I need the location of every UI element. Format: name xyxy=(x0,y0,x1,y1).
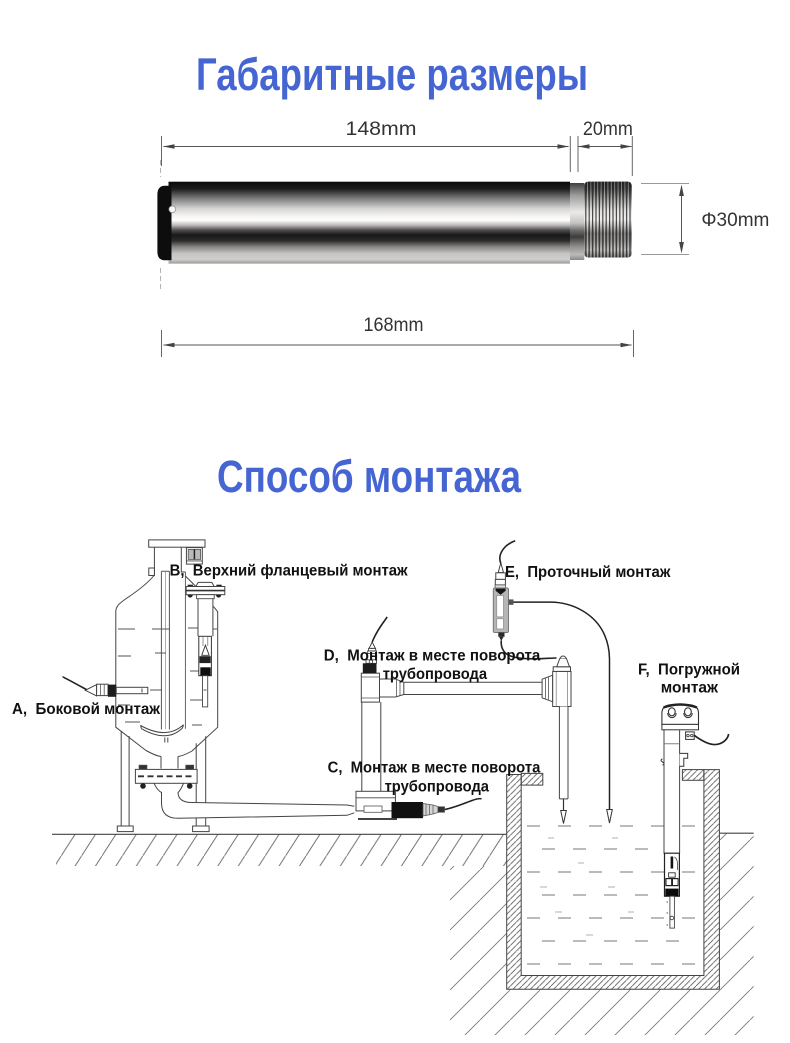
svg-text:20mm: 20mm xyxy=(583,119,633,140)
svg-text:трубопровода: трубопровода xyxy=(385,779,490,796)
svg-text:Φ30mm: Φ30mm xyxy=(701,210,769,231)
svg-text:D, Монтаж в месте поворота: D, Монтаж в месте поворота xyxy=(324,648,541,665)
svg-text:168mm: 168mm xyxy=(364,315,424,336)
svg-text:148mm: 148mm xyxy=(346,119,417,140)
svg-text:монтаж: монтаж xyxy=(661,680,719,697)
svg-text:B, Верхний фланцевый монтаж: B, Верхний фланцевый монтаж xyxy=(170,563,409,580)
svg-text:C, Монтаж в месте поворота: C, Монтаж в месте поворота xyxy=(328,760,541,777)
svg-text:F, Погружной: F, Погружной xyxy=(638,662,740,679)
svg-text:трубопровода: трубопровода xyxy=(383,666,488,683)
svg-text:E, Проточный монтаж: E, Проточный монтаж xyxy=(505,564,671,581)
svg-text:А, Боковой монтаж: А, Боковой монтаж xyxy=(12,701,161,718)
